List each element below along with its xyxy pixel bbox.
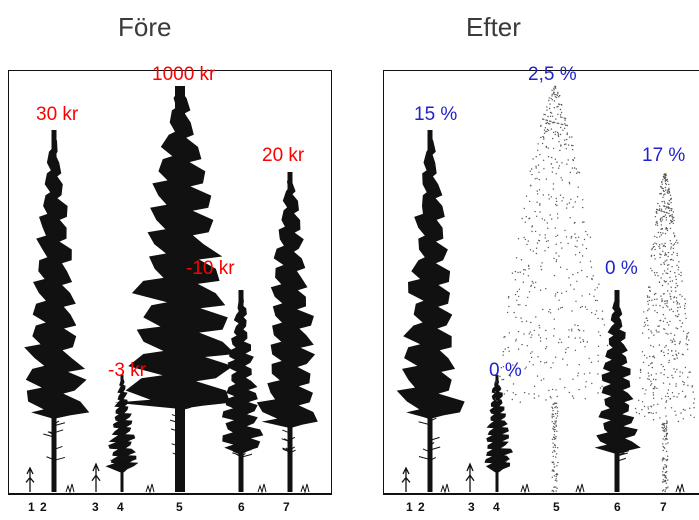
before-tree-2 <box>24 126 90 492</box>
before-ground-scrub-2 <box>257 483 267 494</box>
after-ground-scrub-7 <box>675 483 685 494</box>
before-ground-scrub-0 <box>65 483 75 494</box>
after-label-tree-2: 15 % <box>414 104 458 125</box>
before-label-tree-4: -3 kr <box>108 360 146 381</box>
after-label-tree-6: 0 % <box>605 258 638 279</box>
after-tree-4 <box>484 371 513 492</box>
before-ground <box>8 493 332 495</box>
after-tree-number-3: 3 <box>468 500 475 514</box>
after-tree-number-4: 4 <box>493 500 500 514</box>
before-tree-number-2: 2 <box>40 500 47 514</box>
after-label-tree-5: 2,5 % <box>528 64 577 85</box>
after-tree-number-1: 1 <box>406 500 413 514</box>
after-tree-number-6: 6 <box>614 500 621 514</box>
before-tree-number-3: 3 <box>92 500 99 514</box>
before-ground-scrub-1 <box>145 483 155 494</box>
after-label-tree-7: 17 % <box>642 145 686 166</box>
after-tree-7-harvested <box>634 173 696 493</box>
before-tree-1 <box>25 466 35 492</box>
before-tree-number-7: 7 <box>283 500 290 514</box>
after-ground-scrub-6 <box>575 483 585 494</box>
after-tree-3 <box>465 462 475 492</box>
after-panel <box>383 70 699 495</box>
before-label-tree-7: 20 kr <box>262 145 305 166</box>
after-tree-number-2: 2 <box>418 500 425 514</box>
after-title: Efter <box>466 12 521 42</box>
after-label-tree-4: 0 % <box>489 360 522 381</box>
after-tree-number-5: 5 <box>553 500 560 514</box>
after-tree-5-harvested <box>494 85 612 493</box>
before-tree-3 <box>91 462 101 492</box>
after-tree-6 <box>594 286 641 492</box>
before-tree-7 <box>256 168 318 492</box>
before-panel <box>8 70 332 495</box>
before-tree-number-5: 5 <box>176 500 183 514</box>
after-tree-1 <box>401 466 411 492</box>
before-label-tree-6: -10 kr <box>186 258 235 279</box>
before-tree-4 <box>105 371 139 492</box>
before-ground-scrub-3 <box>300 483 310 494</box>
before-label-tree-2: 30 kr <box>36 104 79 125</box>
after-ground <box>383 493 699 495</box>
after-tree-number-7: 7 <box>660 500 667 514</box>
before-tree-number-6: 6 <box>238 500 245 514</box>
before-tree-number-4: 4 <box>117 500 124 514</box>
before-title: Före <box>118 12 172 42</box>
before-tree-number-1: 1 <box>28 500 35 514</box>
before-label-tree-5: 1000 kr <box>152 64 216 85</box>
after-ground-scrub-4 <box>440 483 450 494</box>
after-ground-scrub-5 <box>520 483 530 494</box>
before-tree-5 <box>114 82 236 492</box>
after-tree-2 <box>396 126 465 492</box>
before-tree-6 <box>222 286 264 492</box>
